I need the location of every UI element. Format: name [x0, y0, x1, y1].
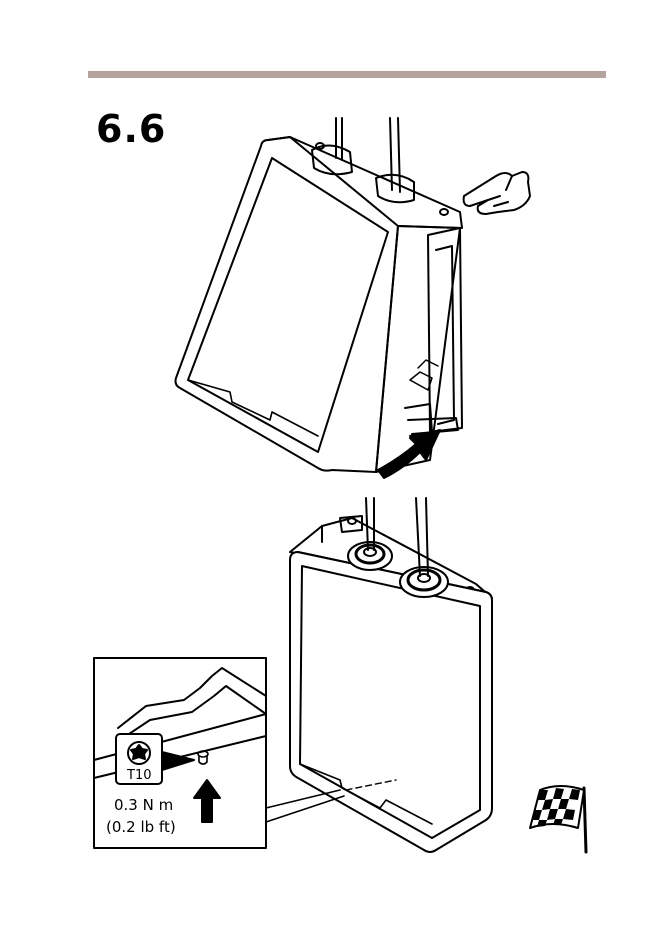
torque-nm-label: 0.3 N m: [114, 796, 173, 814]
pointing-hand-icon: [464, 172, 530, 214]
finish-flag-icon: [530, 786, 586, 852]
closed-enclosure-drawing: [290, 498, 492, 852]
bit-label: T10: [127, 768, 151, 783]
tilted-cover-drawing: [176, 118, 463, 472]
torque-lbft-label: (0.2 lb ft): [106, 818, 176, 836]
